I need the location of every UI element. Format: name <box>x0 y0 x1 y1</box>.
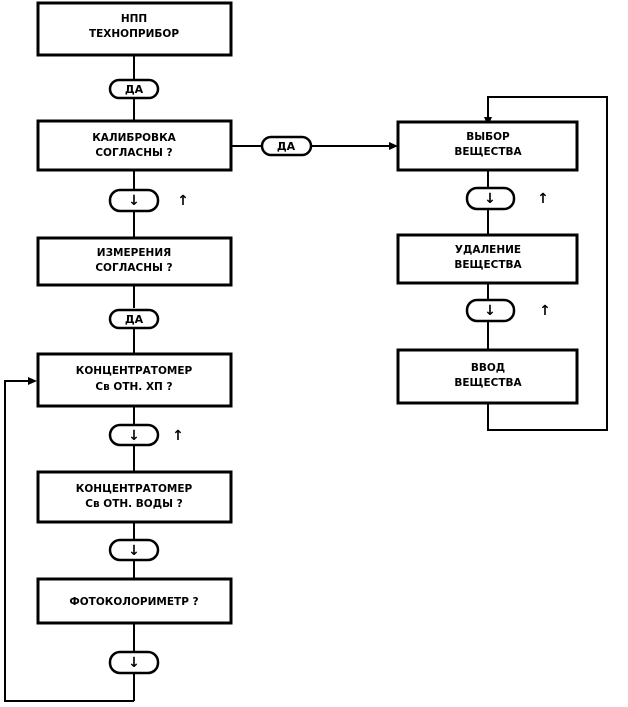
box-enter-substance-line1: ВВОД <box>471 362 505 374</box>
down-arrow-icon: ↓ <box>484 303 496 319</box>
yes-button[interactable]: ДА <box>108 308 160 330</box>
box-select-substance-line1: ВЫБОР <box>466 131 510 143</box>
yes-button-label: ДА <box>125 313 144 326</box>
box-measurement-line2: СОГЛАСНЫ ? <box>95 262 172 274</box>
down-button[interactable]: ↓ <box>108 188 160 213</box>
down-button[interactable]: ↓ <box>108 538 160 562</box>
yes-button[interactable]: ДА <box>108 78 160 100</box>
down-button[interactable]: ↓ <box>108 650 160 675</box>
box-delete-substance-line1: УДАЛЕНИЕ <box>455 244 521 256</box>
yes-button-label: ДА <box>277 140 296 153</box>
box-select-substance-line2: ВЕЩЕСТВА <box>454 146 522 158</box>
down-arrow-icon: ↓ <box>128 655 140 671</box>
box-calibration[interactable]: КАЛИБРОВКА СОГЛАСНЫ ? <box>36 119 233 172</box>
yes-button-label: ДА <box>125 83 144 96</box>
box-calibration-line1: КАЛИБРОВКА <box>92 132 176 144</box>
box-photocolorimeter[interactable]: ФОТОКОЛОРИМЕТР ? <box>36 577 233 625</box>
down-arrow-icon: ↓ <box>128 193 140 209</box>
down-arrow-icon: ↓ <box>484 191 496 207</box>
down-button[interactable]: ↓ <box>465 186 516 211</box>
box-enter-substance-line2: ВЕЩЕСТВА <box>454 377 522 389</box>
box-conc-hp-line1: КОНЦЕНТРАТОМЕР <box>76 365 193 377</box>
box-conc-hp-line2: Cв ОТН. ХП ? <box>95 381 172 393</box>
down-button[interactable]: ↓ <box>108 423 160 447</box>
down-arrow-icon: ↓ <box>128 543 140 559</box>
box-conc-water-line2: Cв ОТН. ВОДЫ ? <box>85 498 182 510</box>
down-button[interactable]: ↓ <box>465 298 516 323</box>
yes-button[interactable]: ДА <box>260 135 313 157</box>
box-conc-water[interactable]: КОНЦЕНТРАТОМЕР Cв ОТН. ВОДЫ ? <box>36 470 233 524</box>
box-measurement[interactable]: ИЗМЕРЕНИЯ СОГЛАСНЫ ? <box>36 236 233 287</box>
box-calibration-line2: СОГЛАСНЫ ? <box>95 147 172 159</box>
box-measurement-line1: ИЗМЕРЕНИЯ <box>97 247 171 259</box>
loop-arrowhead <box>28 377 37 385</box>
up-arrow-icon[interactable]: ↑ <box>177 193 189 209</box>
box-conc-hp[interactable]: КОНЦЕНТРАТОМЕР Cв ОТН. ХП ? <box>36 352 233 408</box>
box-select-substance[interactable]: ВЫБОР ВЕЩЕСТВА <box>396 120 579 172</box>
down-arrow-icon: ↓ <box>128 428 140 444</box>
box-photocolorimeter-line1: ФОТОКОЛОРИМЕТР ? <box>69 596 198 608</box>
arrowhead <box>389 142 398 150</box>
box-delete-substance-line2: ВЕЩЕСТВА <box>454 259 522 271</box>
up-arrow-icon[interactable]: ↑ <box>539 303 551 319</box>
box-enter-substance[interactable]: ВВОД ВЕЩЕСТВА <box>396 348 579 405</box>
up-arrow-icon[interactable]: ↑ <box>537 191 549 207</box>
box-delete-substance[interactable]: УДАЛЕНИЕ ВЕЩЕСТВА <box>396 233 579 285</box>
box-npp-line1: НПП <box>121 13 147 25</box>
box-conc-water-line1: КОНЦЕНТРАТОМЕР <box>76 483 193 495</box>
box-npp-line2: ТЕХНОПРИБОР <box>89 28 179 40</box>
up-arrow-icon[interactable]: ↑ <box>172 428 184 444</box>
box-npp: НПП ТЕХНОПРИБОР <box>36 1 233 57</box>
loop-connector-right <box>487 96 608 431</box>
loop-connector-left <box>4 380 134 702</box>
